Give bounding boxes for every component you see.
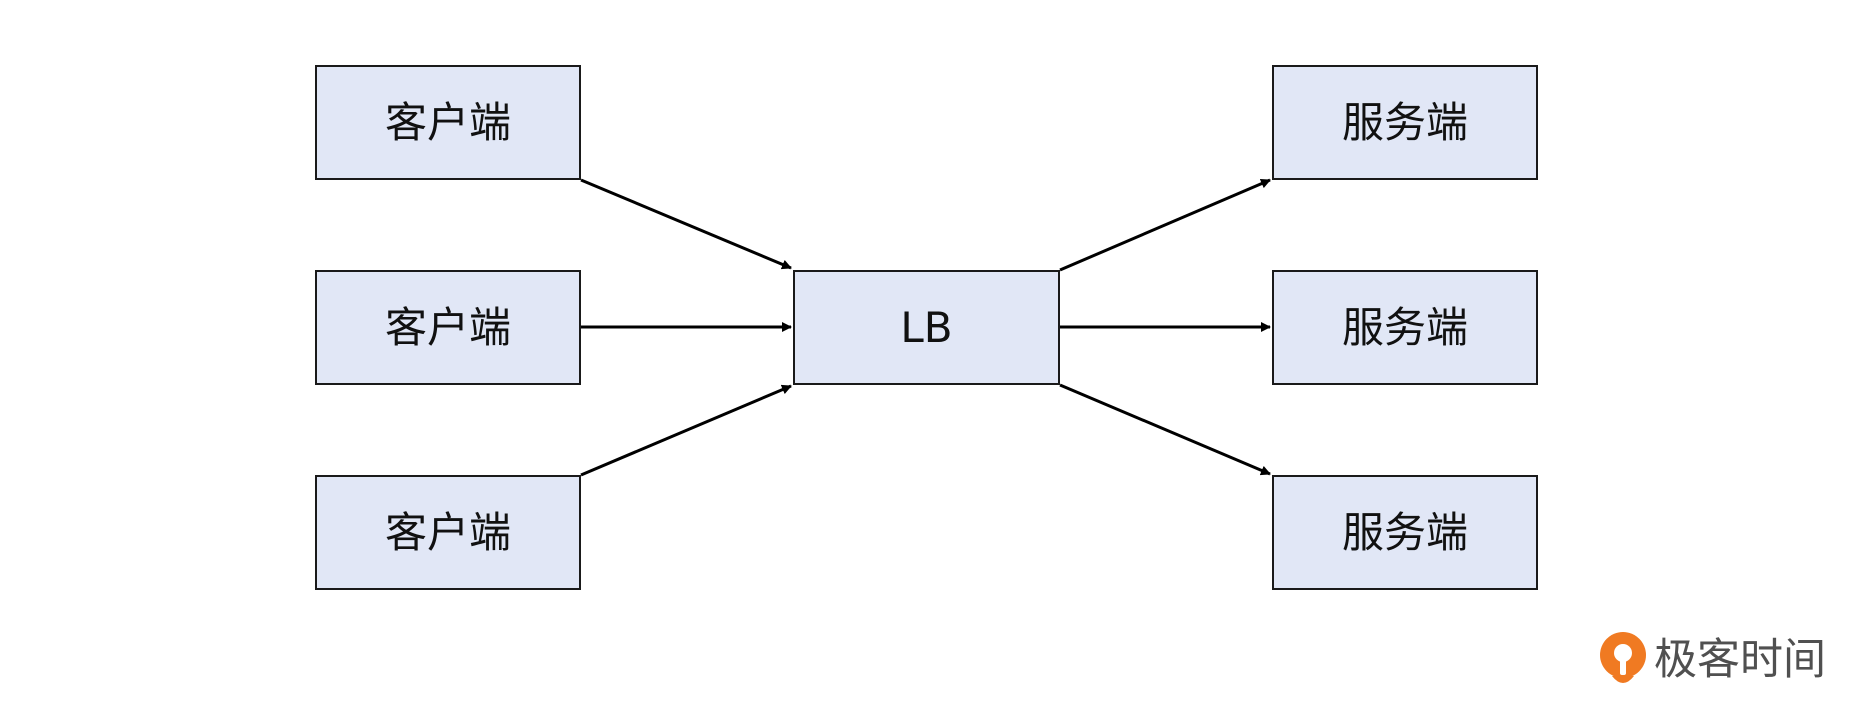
client-node-3: 客户端	[315, 475, 581, 590]
server-node-label: 服务端	[1341, 302, 1468, 352]
client-node-label: 客户端	[384, 507, 511, 557]
server-node-label: 服务端	[1341, 507, 1468, 557]
server-node-1: 服务端	[1272, 65, 1538, 180]
load-balancer-label: LB	[900, 302, 953, 352]
edge-client-1-to-lb	[580, 178, 792, 270]
server-node-3: 服务端	[1272, 475, 1538, 590]
edge-lb-to-server-3	[1059, 383, 1271, 476]
geektime-logo: 极客时间	[1598, 628, 1826, 692]
client-node-label: 客户端	[384, 302, 511, 352]
geektime-logo-text: 极客时间	[1654, 634, 1826, 685]
client-node-label: 客户端	[384, 97, 511, 147]
client-node-2: 客户端	[315, 270, 581, 385]
geektime-logo-icon	[1600, 632, 1646, 683]
load-balancer-node: LB	[793, 270, 1060, 385]
client-node-1: 客户端	[315, 65, 581, 180]
server-node-2: 服务端	[1272, 270, 1538, 385]
edge-client-3-to-lb	[580, 384, 792, 477]
edge-lb-to-server-1	[1059, 178, 1271, 272]
server-node-label: 服务端	[1341, 97, 1468, 147]
